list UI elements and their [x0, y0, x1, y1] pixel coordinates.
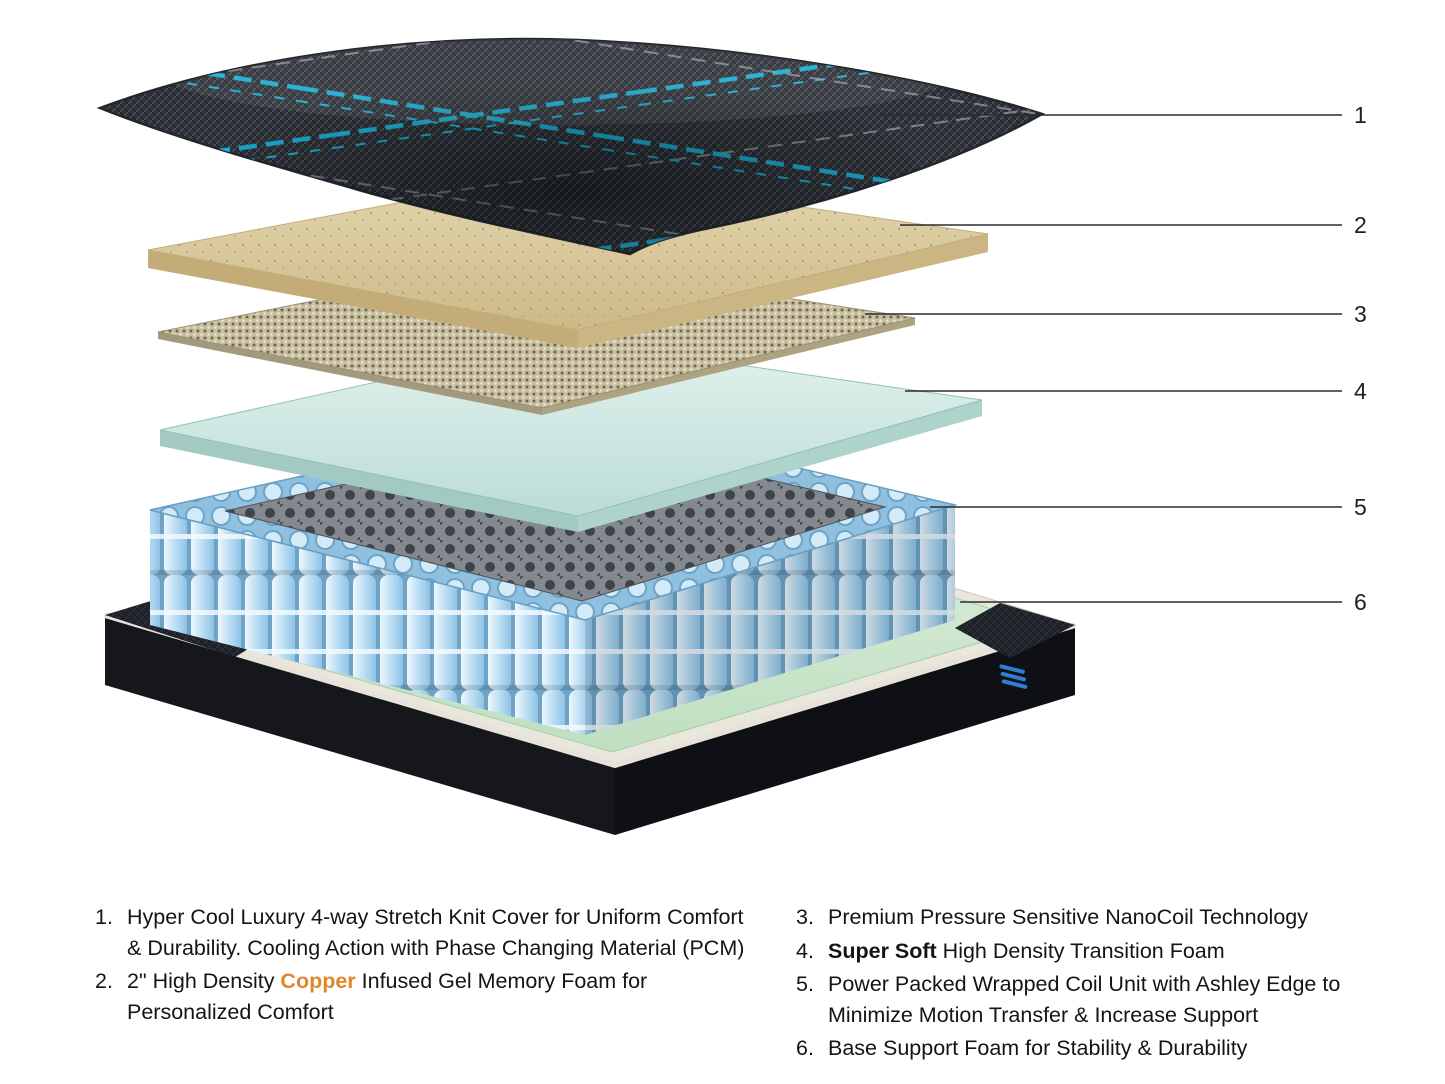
legend-text-part: Base Support Foam for Stability & Durabi…: [828, 1036, 1248, 1061]
nanocoil-right-side: [542, 318, 915, 415]
memory-foam-right-side: [578, 234, 988, 348]
legend-item: 6. Base Support Foam for Stability & Dura…: [796, 1033, 1356, 1064]
callout-number-2: 2: [1354, 212, 1367, 238]
legend-item-text: Power Packed Wrapped Coil Unit with Ashl…: [828, 969, 1356, 1030]
mattress-diagram: 1 2 3 4 5 6: [96, 37, 1367, 835]
transition-foam-layer: [159, 339, 983, 532]
legend-item-number: 6.: [796, 1036, 814, 1061]
legend-item-number: 4.: [796, 938, 814, 963]
legend-item-number: 1.: [95, 905, 113, 929]
legend-item: 3. Premium Pressure Sensitive NanoCoil Te…: [796, 902, 1356, 933]
legend-item: 2. 2" High Density Copper Infused Gel Mem…: [95, 966, 750, 1027]
coil-right-face-shade: [585, 505, 955, 735]
brand-logo-icon: [999, 664, 1028, 689]
transition-foam-right-side: [578, 400, 982, 532]
legend-column-right: 3. Premium Pressure Sensitive NanoCoil Te…: [796, 902, 1356, 1067]
legend-text-part: Power Packed Wrapped Coil Unit with Ashl…: [828, 972, 1341, 1027]
coil-left-face: [150, 510, 585, 735]
memory-foam-left-side: [148, 250, 578, 348]
legend-item: 5. Power Packed Wrapped Coil Unit with As…: [796, 969, 1356, 1030]
legend-item-text: Premium Pressure Sensitive NanoCoil Tech…: [828, 902, 1356, 933]
legend-text-part: Premium Pressure Sensitive NanoCoil Tech…: [828, 905, 1308, 929]
callouts: 1 2 3 4 5 6: [865, 102, 1367, 615]
nanocoil-left-side: [158, 332, 542, 415]
callout-number-3: 3: [1354, 301, 1367, 327]
legend: 1. Hyper Cool Luxury 4-way Stretch Knit C…: [95, 902, 1356, 1067]
legend-item-text: Hyper Cool Luxury 4-way Stretch Knit Cov…: [127, 902, 750, 963]
base-front-left-face: [105, 615, 615, 835]
legend-item-text: 2" High Density Copper Infused Gel Memor…: [127, 966, 750, 1027]
legend-item: 4. Super Soft High Density Transition Foa…: [796, 936, 1356, 967]
knit-cover-layer: [96, 37, 1046, 256]
coil-right-face: [585, 505, 955, 735]
legend-item: 1. Hyper Cool Luxury 4-way Stretch Knit C…: [95, 902, 750, 963]
legend-text-part: Copper: [280, 969, 356, 994]
legend-text-part: Infused Gel Memory Foam for Personalized…: [127, 969, 648, 1024]
legend-column-left: 1. Hyper Cool Luxury 4-way Stretch Knit C…: [95, 902, 750, 1030]
legend-item-number: 3.: [796, 905, 814, 929]
transition-foam-left-side: [160, 430, 578, 532]
legend-item-text: Super Soft High Density Transition Foam: [828, 936, 1356, 967]
legend-item-text: Base Support Foam for Stability & Durabi…: [828, 1033, 1356, 1064]
base-front-right-face: [615, 625, 1075, 835]
base-piping: [104, 612, 1076, 769]
legend-text-part: Hyper Cool Luxury 4-way Stretch Knit Cov…: [127, 905, 745, 960]
callout-number-1: 1: [1354, 102, 1367, 128]
legend-item-number: 5.: [796, 972, 814, 997]
legend-item-number: 2.: [95, 969, 113, 994]
legend-text-part: High Density Transition Foam: [936, 938, 1225, 963]
legend-text-part: Super Soft: [828, 938, 937, 963]
callout-number-4: 4: [1354, 378, 1367, 404]
callout-number-6: 6: [1354, 589, 1367, 615]
legend-text-part: 2" High Density: [127, 969, 281, 994]
base-corner-cap-right-texture: [955, 603, 1075, 658]
callout-number-5: 5: [1354, 494, 1367, 520]
